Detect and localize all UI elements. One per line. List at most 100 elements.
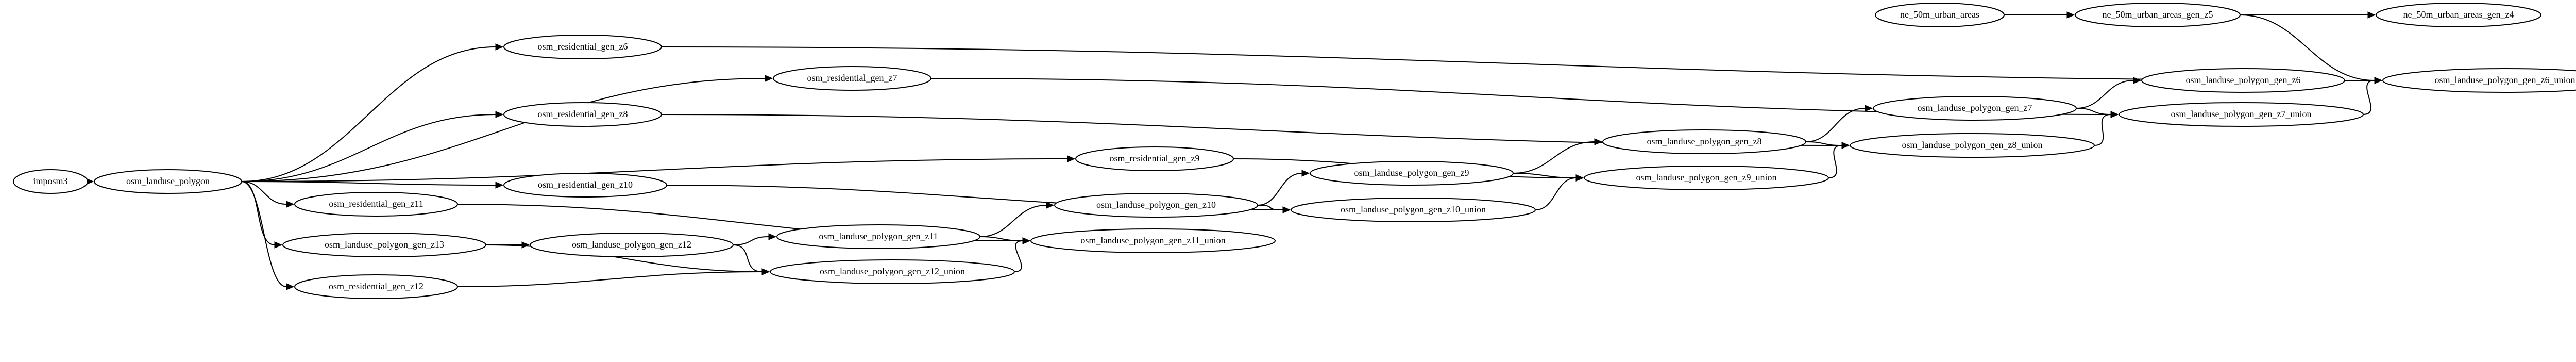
node-ellipse[interactable] [1850,133,2095,158]
node-label: osm_landuse_polygon_gen_z11_union [1080,235,1225,245]
node-ellipse[interactable] [776,224,980,249]
graph-node[interactable]: osm_landuse_polygon_gen_z7_union [2119,102,2364,127]
graph-edge [241,111,504,182]
node-ellipse[interactable] [94,169,242,194]
node-ellipse[interactable] [1873,96,2077,121]
edge-arrowhead [1841,142,1850,149]
graph-edge [2004,11,2075,19]
node-ellipse[interactable] [13,169,88,194]
graph-node[interactable]: osm_residential_gen_z6 [503,35,662,59]
edge-line [733,236,769,245]
edge-line [2076,108,2111,115]
graph-node[interactable]: osm_landuse_polygon_gen_z9 [1310,161,1514,186]
graph-node[interactable]: osm_landuse_polygon_gen_z6 [2141,68,2345,93]
node-ellipse[interactable] [2119,102,2364,127]
edge-arrowhead [1022,237,1031,244]
node-ellipse[interactable] [503,173,667,198]
edge-arrowhead [761,268,770,275]
node-ellipse[interactable] [282,233,486,257]
node-ellipse[interactable] [2075,3,2241,27]
graph-node[interactable]: osm_landuse_polygon_gen_z13 [282,233,486,257]
graph-edge [457,268,770,287]
node-ellipse[interactable] [530,233,734,257]
node-ellipse[interactable] [503,35,662,59]
edge-arrowhead [1046,202,1055,209]
node-label: osm_landuse_polygon_gen_z8 [1647,136,1762,146]
graph-node[interactable]: osm_residential_gen_z9 [1075,146,1234,171]
node-ellipse[interactable] [1075,146,1234,171]
node-label: ne_50m_urban_areas [1900,9,1979,20]
node-ellipse[interactable] [2141,68,2345,93]
edge-line [241,46,496,182]
node-ellipse[interactable] [1054,193,1258,218]
edge-arrowhead [2367,11,2376,19]
graph-edge [241,155,1076,182]
edge-arrowhead [1594,138,1603,145]
node-ellipse[interactable] [294,274,458,299]
edge-arrowhead [768,233,777,240]
node-label: osm_residential_gen_z12 [329,281,423,291]
edge-line [241,181,275,245]
edge-arrowhead [1301,170,1310,177]
graph-node[interactable]: osm_landuse_polygon [94,169,242,194]
edge-line [241,114,496,182]
edge-line [241,78,766,182]
graph-node[interactable]: osm_landuse_polygon_gen_z11_union [1030,228,1276,253]
graph-node[interactable]: ne_50m_urban_areas [1875,3,2005,27]
graph-node[interactable]: osm_landuse_polygon_gen_z9_union [1584,166,1829,190]
node-label: osm_landuse_polygon_gen_z13 [325,239,444,250]
edge-arrowhead [1067,155,1076,162]
graph-node[interactable]: osm_landuse_polygon_gen_z12 [530,233,734,257]
graph-node[interactable]: osm_landuse_polygon_gen_z11 [776,224,980,249]
graph-edge [2094,111,2119,146]
node-ellipse[interactable] [1291,198,1536,222]
node-ellipse[interactable] [1875,3,2005,27]
node-ellipse[interactable] [773,66,931,91]
graph-edge [1257,170,1310,206]
graph-node[interactable]: ne_50m_urban_areas_gen_z5 [2075,3,2241,27]
node-label: osm_landuse_polygon_gen_z9 [1354,168,1469,178]
graph-edge [241,181,283,249]
node-ellipse[interactable] [2376,3,2541,27]
graph-node[interactable]: osm_residential_gen_z7 [773,66,931,91]
graph-edge [1828,142,1850,178]
graph-node[interactable]: osm_residential_gen_z12 [294,274,458,299]
node-ellipse[interactable] [770,259,1015,284]
graph-node[interactable]: osm_landuse_polygon_gen_z6_union [2382,68,2576,93]
node-ellipse[interactable] [1584,166,1829,190]
edge-arrowhead [1282,206,1291,213]
graph-node[interactable]: ne_50m_urban_areas_gen_z4 [2376,3,2541,27]
graph-node[interactable]: osm_landuse_polygon_gen_z12_union [770,259,1015,284]
edge-line [2094,114,2111,146]
graph-edge [2363,77,2383,115]
node-label: osm_residential_gen_z9 [1110,153,1200,163]
edge-arrowhead [2110,111,2119,118]
node-label: osm_landuse_polygon_gen_z12_union [820,266,965,276]
edge-arrowhead [495,111,504,118]
graph-node[interactable]: osm_landuse_polygon_gen_z10_union [1291,198,1536,222]
node-ellipse[interactable] [294,192,458,217]
edge-line [2240,14,2375,81]
graph-node[interactable]: osm_landuse_polygon_gen_z7 [1873,96,2077,121]
graph-node[interactable]: osm_landuse_polygon_gen_z10 [1054,193,1258,218]
edge-arrowhead [274,241,283,249]
graph-node[interactable]: imposm3 [13,169,88,194]
graph-node[interactable]: osm_residential_gen_z10 [503,173,667,198]
graph-node[interactable]: osm_residential_gen_z8 [503,102,662,127]
graph-node[interactable]: osm_landuse_polygon_gen_z8 [1602,129,1806,154]
node-ellipse[interactable] [503,102,662,127]
node-label: osm_landuse_polygon_gen_z7_union [2171,109,2312,119]
edge-line [1535,177,1577,210]
edge-arrowhead [1575,174,1584,182]
node-ellipse[interactable] [1030,228,1276,253]
node-ellipse[interactable] [2382,68,2576,93]
graph-node[interactable]: osm_landuse_polygon_gen_z8_union [1850,133,2095,158]
edge-line [241,181,496,186]
edge-arrowhead [286,283,295,290]
edge-arrowhead [495,43,504,51]
node-ellipse[interactable] [1310,161,1514,186]
edge-line [979,205,1047,237]
node-ellipse[interactable] [1602,129,1806,154]
graph-node[interactable]: osm_residential_gen_z11 [294,192,458,217]
edge-line [241,158,1068,182]
